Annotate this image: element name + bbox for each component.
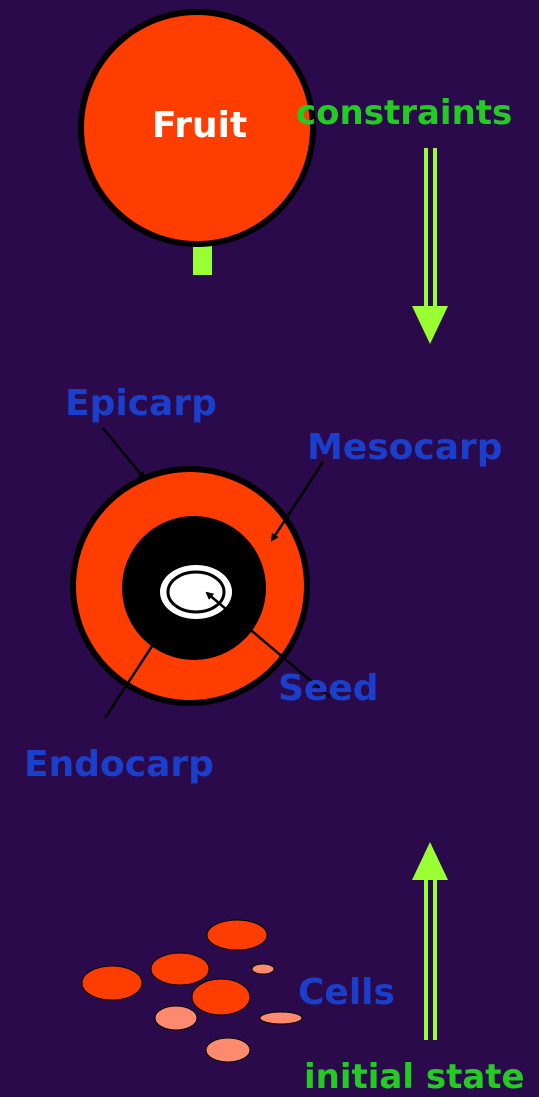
cells-label: Cells — [298, 975, 395, 1011]
cell — [151, 953, 209, 985]
seed-label: Seed — [278, 671, 379, 707]
epicarp-label: Epicarp — [65, 386, 217, 422]
initial-state-arrow — [412, 842, 448, 1040]
epicarp-pointer — [103, 428, 144, 478]
fruit-cross-section — [73, 469, 307, 703]
initial-state-label: initial state — [304, 1060, 525, 1094]
cell — [155, 1006, 197, 1030]
cell — [260, 1012, 302, 1024]
mesocarp-label: Mesocarp — [307, 430, 503, 466]
cell — [207, 920, 267, 950]
endocarp-label: Endocarp — [24, 747, 214, 783]
constraints-arrow — [412, 148, 448, 344]
cell — [82, 966, 142, 1000]
cells-cluster — [82, 920, 302, 1062]
mesocarp-pointer — [272, 462, 323, 540]
cell — [206, 1038, 250, 1062]
fruit-label: Fruit — [152, 108, 247, 144]
cell — [192, 979, 250, 1015]
constraints-label: constraints — [296, 96, 512, 130]
cell — [252, 964, 274, 974]
